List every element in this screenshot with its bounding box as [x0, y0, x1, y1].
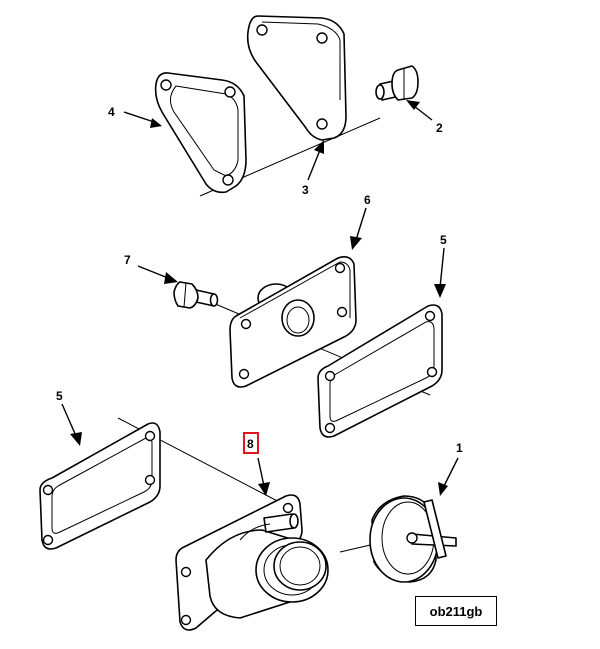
- callout-5-upper: 5: [440, 233, 447, 247]
- thermostat-part-1: [369, 495, 457, 583]
- cover-plate-part-3: [246, 15, 347, 141]
- leader-lines: [61, 100, 459, 496]
- callout-4: 4: [108, 105, 115, 119]
- callout-7: 7: [124, 253, 131, 267]
- callout-8-highlight-box[interactable]: [243, 432, 259, 454]
- bolt-part-7: [173, 281, 219, 309]
- callout-1: 1: [456, 441, 463, 455]
- callout-3: 3: [302, 183, 309, 197]
- flange-housing-part-6: [229, 256, 357, 388]
- gasket-part-5-lower: [39, 422, 161, 550]
- bolt-part-2: [375, 65, 419, 101]
- callout-6: 6: [364, 193, 371, 207]
- callout-5-lower: 5: [56, 389, 63, 403]
- figure-id-label: ob211gb: [415, 596, 497, 626]
- callout-2: 2: [436, 121, 443, 135]
- gasket-part-5-upper: [317, 304, 443, 438]
- callout-8: 8: [247, 437, 254, 451]
- figure-id-text: ob211gb: [429, 603, 483, 619]
- thermostat-housing-part-8: [175, 494, 329, 631]
- gasket-part-4: [154, 72, 247, 194]
